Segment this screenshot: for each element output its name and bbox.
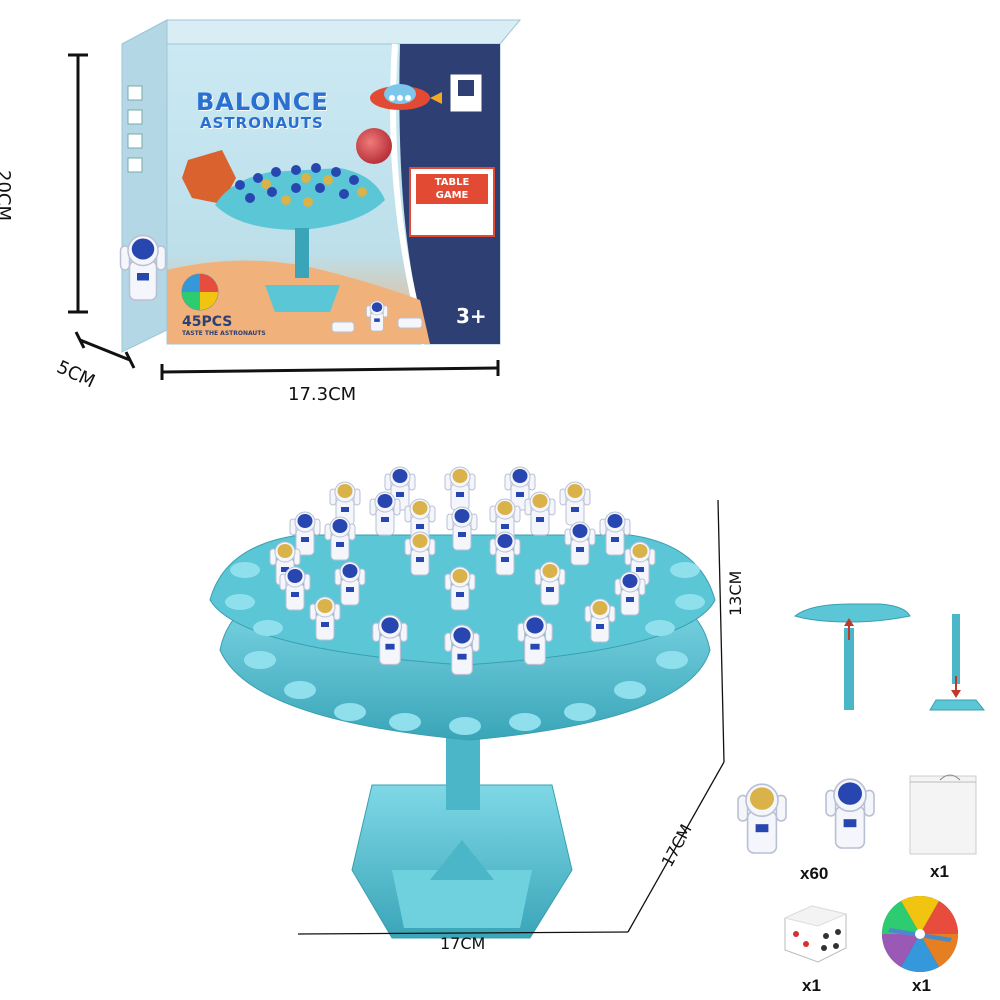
astronaut-figure-gold bbox=[737, 783, 787, 854]
toy-dimension-lines bbox=[297, 499, 725, 935]
dice-icon bbox=[783, 905, 848, 963]
toy-width-label: 17CM bbox=[440, 934, 486, 953]
qty-astronauts: x60 bbox=[800, 864, 829, 883]
box-pieces-label: 45PCS bbox=[182, 314, 233, 330]
product-box bbox=[119, 19, 522, 353]
astronaut-figure-blue bbox=[825, 778, 875, 849]
balance-tree-toy bbox=[209, 466, 716, 939]
qty-spinner: x1 bbox=[912, 976, 931, 995]
rocket-logo bbox=[370, 84, 442, 110]
box-title-line2: ASTRONAUTS bbox=[200, 114, 324, 132]
storage-bag-icon bbox=[909, 774, 977, 855]
toy-height-label: 13CM bbox=[726, 570, 745, 616]
assembly-diagram-top bbox=[793, 603, 911, 710]
box-age-label: 3+ bbox=[456, 304, 487, 328]
qty-dice: x1 bbox=[802, 976, 821, 995]
assembly-diagram-base bbox=[929, 614, 986, 711]
box-pieces-sub: TASTE THE ASTRONAUTS bbox=[182, 330, 266, 337]
spinner-wheel-icon bbox=[881, 895, 959, 973]
box-width-label: 17.3CM bbox=[288, 384, 357, 405]
box-height-label: 20CM bbox=[0, 170, 14, 222]
box-table-game-badge: TABLE GAME bbox=[434, 177, 470, 201]
box-title-line1: BALONCE bbox=[196, 88, 329, 116]
qty-storage-bag: x1 bbox=[930, 862, 949, 881]
box-spinner-image bbox=[181, 273, 219, 311]
box-toy-image bbox=[215, 163, 385, 312]
box-dimension-lines bbox=[68, 53, 500, 380]
